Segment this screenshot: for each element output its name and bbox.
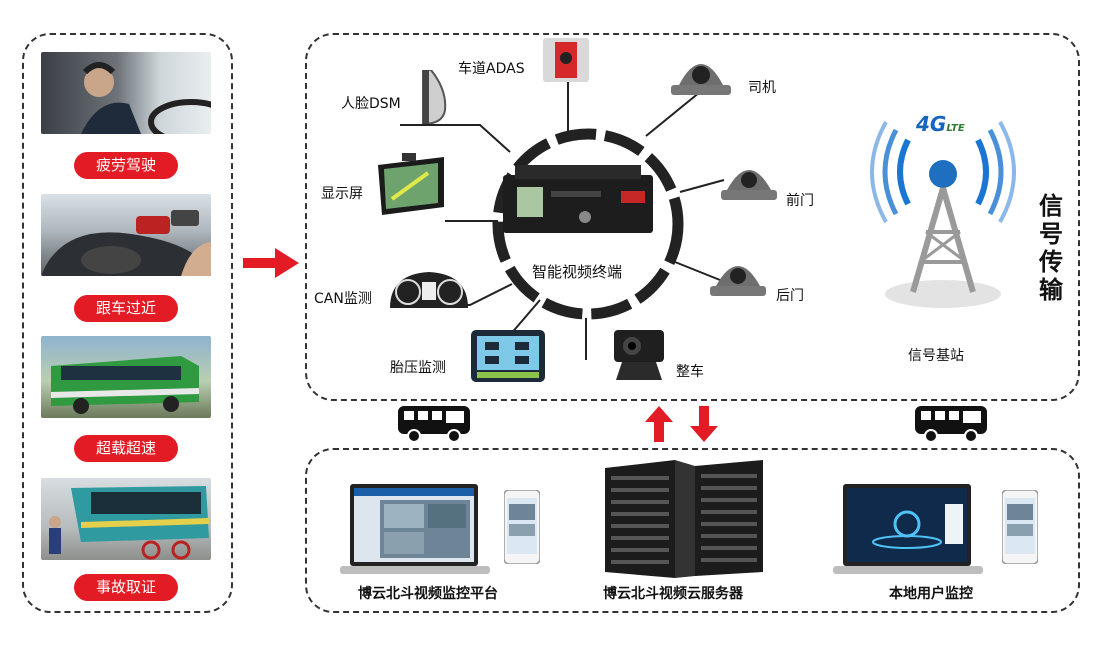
terminal-center-label: 智能视频终端	[532, 263, 623, 281]
monitor-panel	[305, 448, 1080, 613]
terminal-device-icon	[503, 165, 653, 233]
vehicle-camera-icon	[614, 330, 664, 380]
server-label: 博云北斗视频云服务器	[603, 586, 743, 602]
device-label-can: CAN监测	[314, 291, 372, 307]
device-label-rear-door: 后门	[776, 288, 804, 304]
local-label: 本地用户监控	[889, 586, 973, 602]
accident-photo	[41, 478, 211, 560]
tired-driver-photo	[41, 52, 211, 134]
left-item-label: 超载超速	[74, 435, 178, 462]
left-item-label: 疲劳驾驶	[74, 152, 178, 179]
local-laptop-icon	[833, 484, 983, 574]
tire-monitor-icon	[471, 330, 545, 382]
arrow-up-icon	[645, 406, 673, 442]
signal-title-char: 输	[1039, 276, 1063, 304]
signal-tower-icon	[870, 121, 1016, 308]
device-label-driver: 司机	[748, 80, 776, 96]
terminal-panel	[305, 33, 1080, 401]
arrow-down-icon	[690, 406, 718, 442]
device-label-vehicle: 整车	[676, 364, 704, 380]
adas-camera-icon	[543, 38, 589, 82]
left-item-label: 事故取证	[74, 574, 178, 601]
bus-icon	[398, 406, 470, 443]
rear-door-camera-icon	[710, 266, 766, 296]
display-screen-icon	[378, 153, 444, 215]
device-label-dsm: 人脸DSM	[341, 96, 401, 112]
arrow-right-icon	[243, 248, 299, 278]
signal-title-char: 号	[1039, 220, 1063, 248]
4g-badge-text: 4G	[916, 112, 947, 136]
signal-title-char: 传	[1039, 248, 1063, 276]
platform-laptop-icon	[340, 484, 490, 574]
bus-icon	[915, 406, 987, 443]
left-item-label: 跟车过近	[74, 295, 178, 322]
overloaded-bus-photo	[41, 336, 211, 418]
device-label-tire: 胎压监测	[390, 360, 446, 376]
4g-badge: 4GLTE	[916, 112, 965, 136]
platform-phone-icon	[504, 490, 540, 564]
device-label-display: 显示屏	[321, 186, 363, 202]
tailgating-photo	[41, 194, 211, 276]
local-phone-icon	[1002, 490, 1038, 564]
signal-title-char: 信	[1039, 192, 1063, 220]
can-dashboard-icon	[390, 272, 468, 308]
driver-camera-icon	[671, 64, 731, 95]
dsm-camera-icon	[422, 70, 447, 124]
cloud-server-icon	[605, 460, 763, 578]
lte-badge-text: LTE	[946, 123, 965, 134]
tower-label: 信号基站	[908, 348, 964, 364]
platform-label: 博云北斗视频监控平台	[358, 586, 498, 602]
front-door-camera-icon	[721, 170, 777, 200]
device-label-front-door: 前门	[786, 193, 814, 209]
terminal-ring	[400, 80, 725, 360]
signal-title: 信 号 传 输	[1037, 192, 1065, 304]
left-panel	[22, 33, 233, 613]
device-label-adas: 车道ADAS	[458, 61, 525, 77]
